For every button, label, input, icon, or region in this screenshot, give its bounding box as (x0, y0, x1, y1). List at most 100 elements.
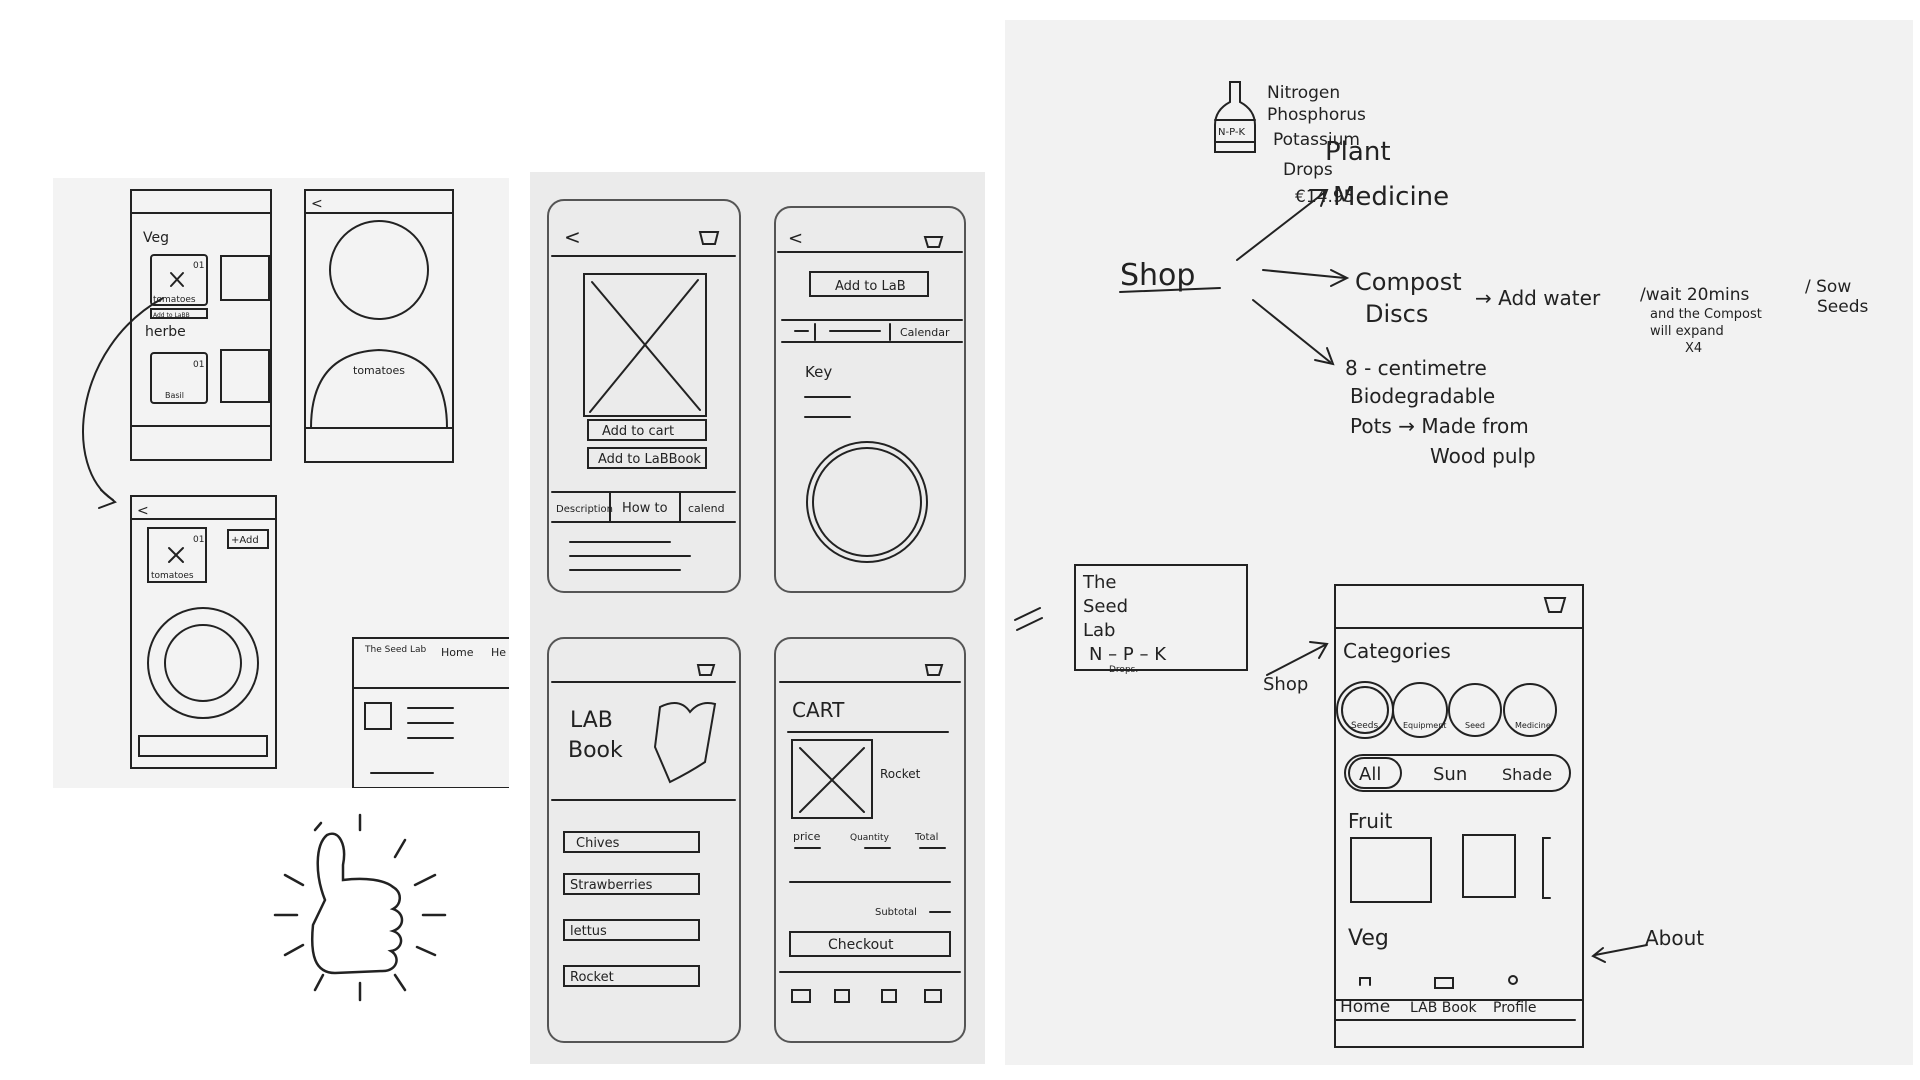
add-to-labbook-label: Add to LaBBook (598, 452, 701, 467)
cart-subtotal: Subtotal (875, 907, 917, 918)
tomatoes-title: tomatoes (353, 364, 405, 377)
add-to-cart-button (587, 419, 707, 441)
tomato-image-circle (329, 220, 429, 320)
medicine-desc: Potassium (1273, 130, 1360, 150)
npk-bottle-icon (1214, 81, 1256, 153)
phone-sketch-2 (304, 189, 454, 463)
right-sketch-sheet: Shop Plant Medicine N-P-K Nitrogen Phosp… (1005, 20, 1913, 1065)
brand-text: Lab (1083, 620, 1115, 641)
add-to-lab-button (809, 271, 929, 297)
plant-medicine-title: Medicine (1333, 182, 1449, 212)
filter-all: All (1359, 764, 1381, 785)
middle-sketch-sheet: < Add to cart Add to LaBBook Description… (530, 172, 985, 1064)
left-sketch-sheet: Veg 01 tomatoes Add to LaBB herbe 01 Bas… (53, 178, 514, 789)
num-label: 01 (193, 261, 204, 271)
brand-text: Drops. (1109, 665, 1138, 675)
category-equipment-icon (1392, 682, 1448, 738)
compost-step: Seeds (1817, 297, 1869, 317)
fruit-card (1350, 837, 1432, 903)
cart-col-quantity: Quantity (850, 833, 890, 843)
veg-section-title: Veg (1348, 926, 1389, 951)
compost-title: Compost (1355, 268, 1462, 296)
tomatoes-label: tomatoes (151, 571, 194, 581)
web-nav-more: He (491, 646, 506, 659)
category-seed-label: Seed (1465, 721, 1485, 730)
herbs-label: herbe (145, 324, 186, 340)
back-icon: < (788, 228, 803, 249)
plant-medicine-title: Plant (1325, 137, 1391, 167)
cart-icon (1543, 597, 1567, 613)
tomatoes-card (150, 254, 208, 306)
about-arrow-label: About (1645, 926, 1704, 950)
product-image-placeholder (583, 273, 707, 417)
category-medicine-label: Medicine (1515, 721, 1551, 730)
nav-profile: Profile (1493, 1000, 1537, 1016)
filter-sun: Sun (1433, 764, 1467, 785)
labbook-item-chives: Chives (576, 836, 620, 851)
cart-product-name: Rocket (880, 767, 921, 781)
thumbs-up-icon (273, 813, 447, 1002)
tomatoes-card-detail (147, 527, 207, 583)
middle-sketch-drawing: < Add to cart Add to LaBBook Description… (547, 199, 966, 1043)
fruit-card (1462, 834, 1516, 898)
phone-sketch-1 (130, 189, 272, 461)
calendar-tab: Calendar (900, 326, 950, 339)
bottle-label: N-P-K (1218, 127, 1246, 138)
basil-label: Basil (165, 391, 184, 400)
shop-label: Shop (1120, 258, 1195, 293)
shop-arrow-label: Shop (1263, 674, 1308, 695)
back-icon: < (564, 225, 581, 249)
compost-step: X4 (1685, 341, 1702, 356)
nav-home: Home (1340, 997, 1390, 1017)
web-nav-home: Home (441, 646, 474, 659)
add-to-labbook-button (587, 447, 707, 469)
medicine-desc: Drops (1283, 160, 1333, 180)
key-label: Key (805, 363, 832, 381)
filter-all-active (1348, 757, 1402, 789)
cart-title: CART (792, 698, 845, 722)
flow-arrow (82, 297, 164, 501)
pots-desc: Biodegradable (1350, 384, 1495, 408)
web-sketch (352, 637, 514, 789)
compost-title: Discs (1365, 300, 1428, 328)
category-equipment-label: Equipment (1403, 721, 1446, 730)
add-label: +Add (231, 535, 259, 546)
cart-product-image (791, 739, 873, 819)
add-button (227, 529, 269, 549)
phone-outline-product (547, 199, 741, 593)
left-sketch-drawing: Veg 01 tomatoes Add to LaBB herbe 01 Bas… (82, 189, 514, 789)
add-to-lab-button (150, 308, 208, 319)
back-icon: < (311, 196, 323, 212)
cart-col-price: price (793, 830, 821, 843)
right-sketch-drawing: Shop Plant Medicine N-P-K Nitrogen Phosp… (1014, 81, 1869, 1048)
category-seeds-label: Seeds (1351, 721, 1379, 731)
calendar-circle-inner (812, 447, 922, 557)
add-to-lab-label: Add to LaB (835, 279, 906, 294)
calendar-circle-outer (806, 441, 928, 563)
profile-icon (1508, 975, 1518, 985)
filter-bar (1344, 754, 1571, 792)
pots-desc: 8 - centimetre (1345, 356, 1487, 380)
labbook-item-box (563, 965, 700, 987)
pots-desc: Pots → Made from (1350, 414, 1529, 438)
labbook-item-box (563, 831, 700, 853)
filter-shade: Shade (1502, 765, 1552, 784)
phone-outline-cart (774, 637, 966, 1043)
labbook-title: Book (568, 738, 623, 763)
back-icon: < (137, 503, 149, 519)
checkout-button (789, 931, 951, 957)
tab-how-to: How to (622, 501, 668, 516)
tomatoes-label: tomatoes (153, 295, 196, 305)
calendar-ring-outer (147, 607, 259, 719)
categories-title: Categories (1343, 639, 1451, 663)
veg-label: Veg (143, 230, 169, 246)
category-medicine-icon (1503, 683, 1557, 737)
tab-description: Description (556, 504, 613, 515)
home-icon (1359, 977, 1371, 986)
add-to-lab-label: Add to LaBB (153, 312, 190, 319)
labbook-item-lettus: lettus (570, 924, 607, 939)
tab-calendar: calend (688, 502, 725, 515)
checkout-label: Checkout (828, 937, 894, 953)
compost-step: → Add water (1475, 286, 1601, 310)
compost-step: and the Compost (1650, 307, 1762, 322)
